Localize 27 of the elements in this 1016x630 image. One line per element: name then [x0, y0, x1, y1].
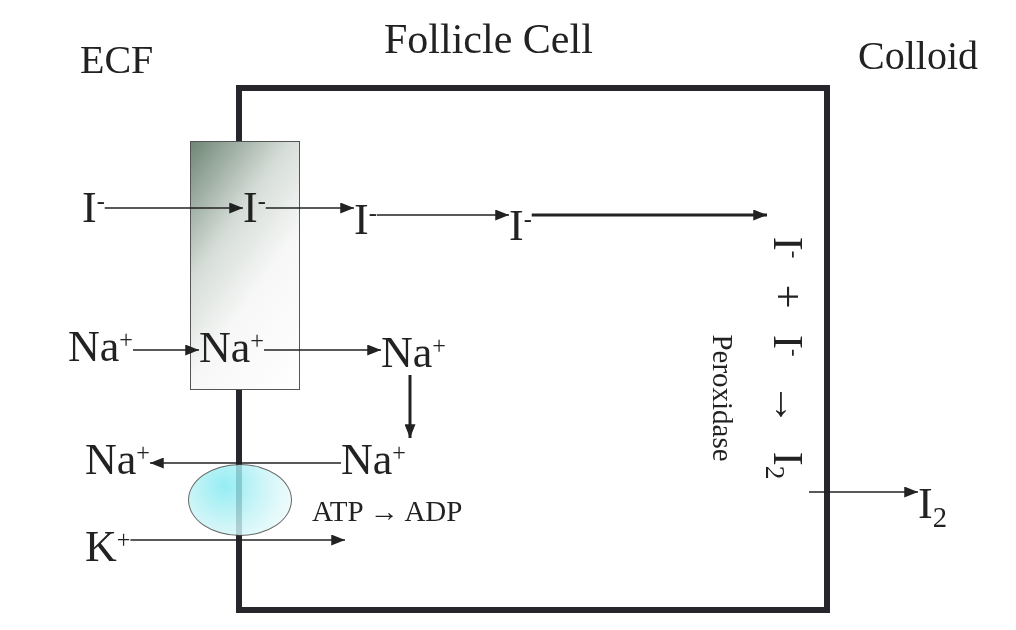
ion-label: I$^{-}$: [82, 186, 105, 230]
cell-heading: Follicle Cell: [384, 18, 593, 60]
arrow: [808, 486, 919, 498]
arrow: [263, 344, 382, 356]
arrow: [531, 209, 767, 221]
reaction-label: ATP → ADP: [312, 497, 463, 526]
ion-label: Na$^{+}$: [68, 325, 133, 369]
region-label: Colloid: [858, 36, 979, 76]
ion-label: Na$^{+}$: [199, 326, 264, 370]
arrow: [149, 457, 342, 469]
ion-label: I$^{-}$: [509, 204, 532, 248]
ion-label: I$^{-}$: [354, 198, 377, 242]
symporter-channel: [190, 141, 300, 390]
ion-label: I$_{2}$: [918, 482, 947, 526]
ion-label: Na$^{+}$: [85, 438, 150, 482]
ion-label: Na$^{+}$: [381, 331, 446, 375]
arrow: [265, 202, 355, 214]
region-label: ECF: [80, 40, 154, 80]
arrow: [132, 344, 200, 356]
arrow: [104, 202, 244, 214]
enzyme-label: Peroxidase: [707, 334, 737, 462]
ion-label: Na$^{+}$: [341, 438, 406, 482]
arrow: [129, 534, 346, 546]
ion-label: I$^{-}$: [243, 186, 266, 230]
arrow: [376, 209, 510, 221]
ion-label: K$^{+}$: [85, 525, 131, 569]
arrow: [404, 375, 416, 438]
